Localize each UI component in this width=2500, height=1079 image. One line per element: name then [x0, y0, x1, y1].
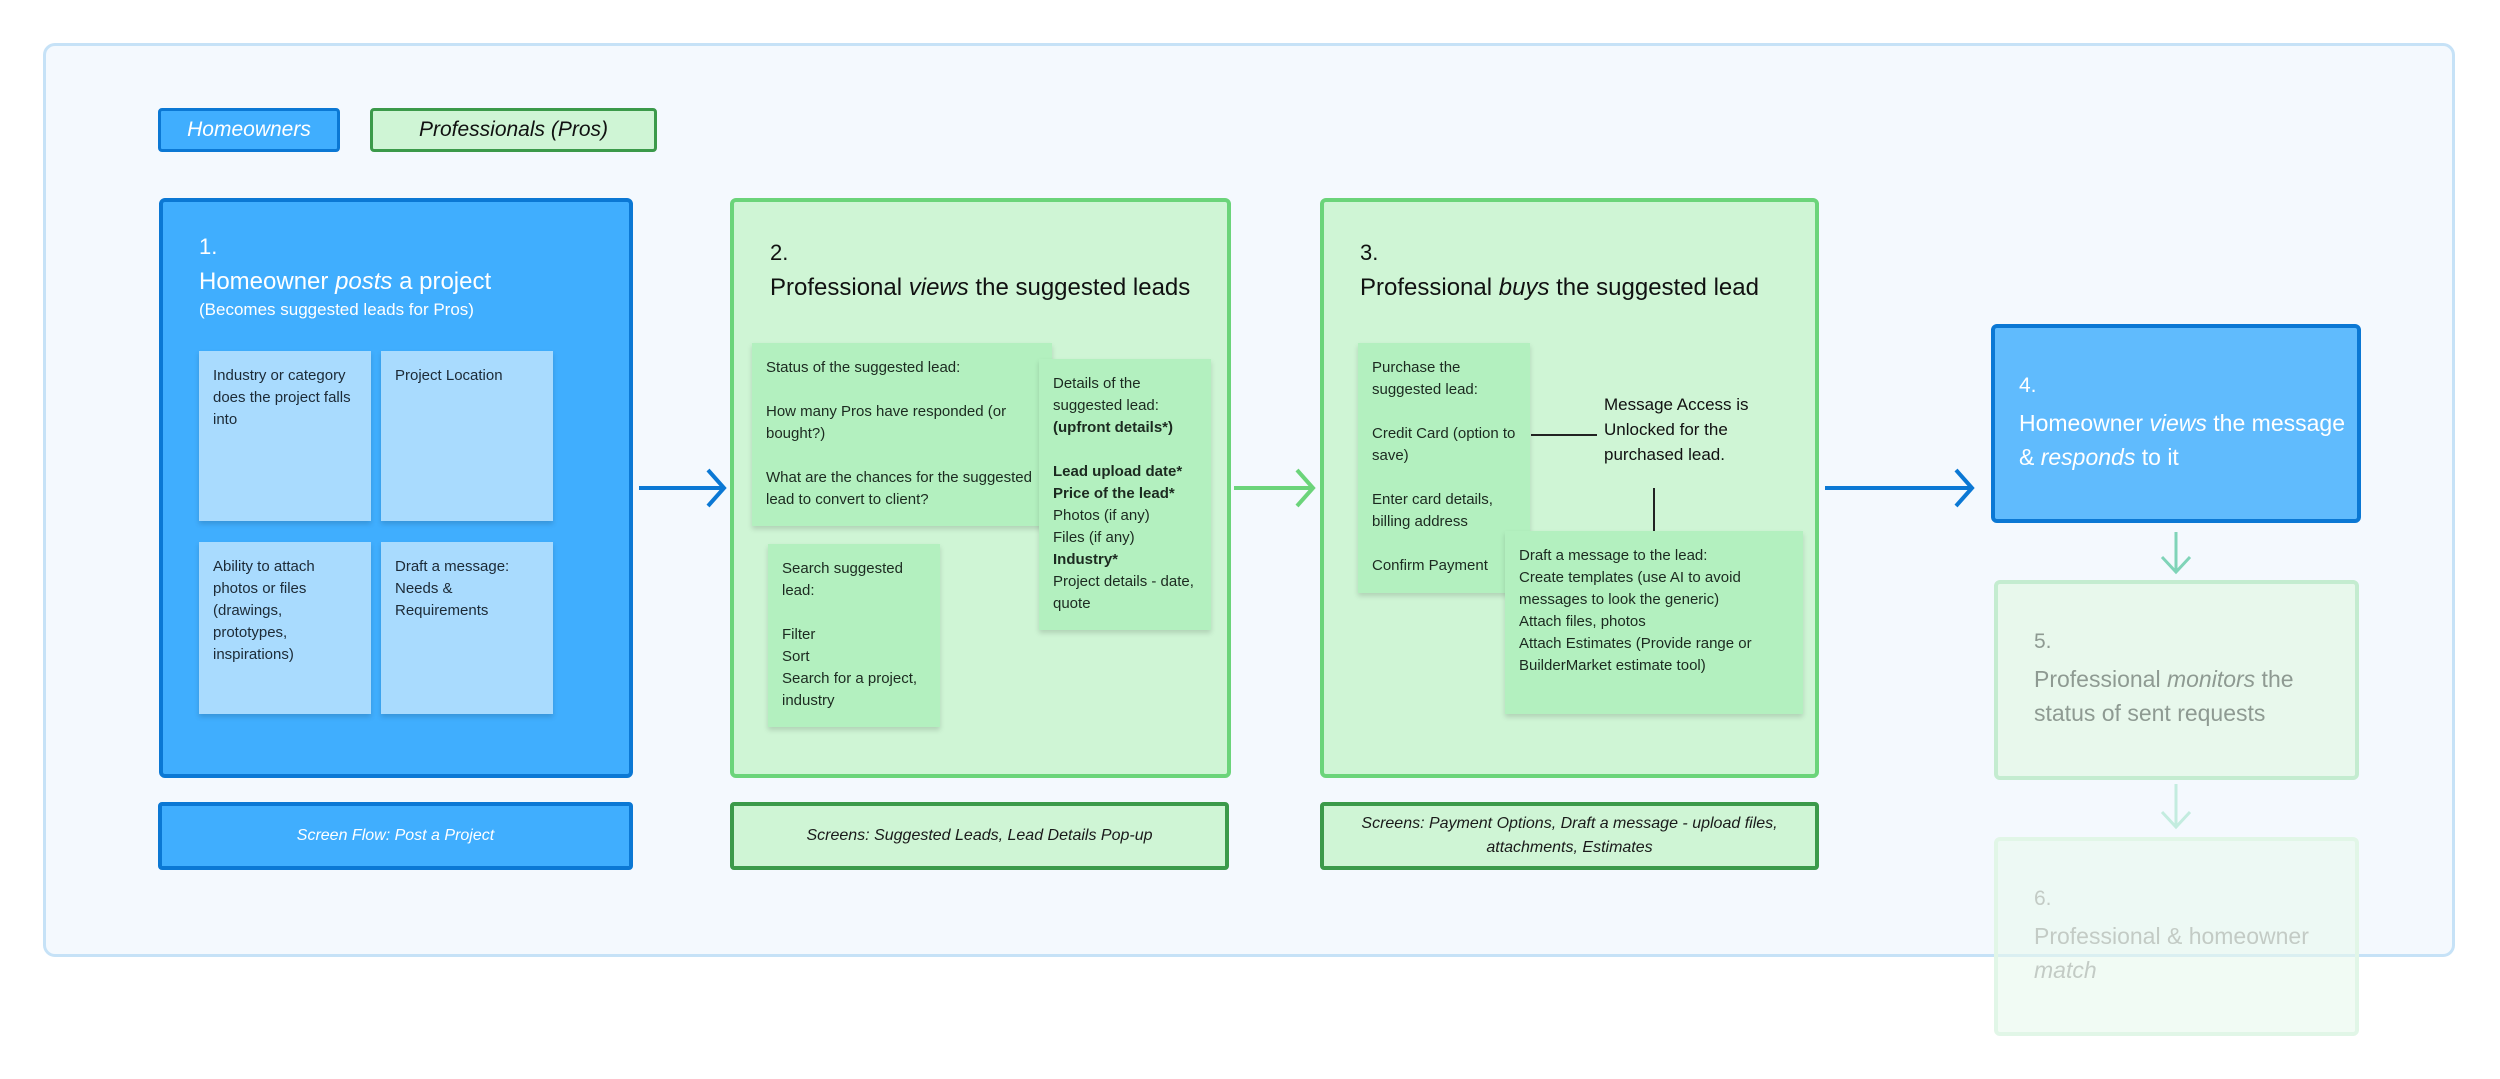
step-title: Professional views the suggested leads [770, 274, 1190, 302]
sticky-details: Details of the suggested lead: (upfront … [1039, 359, 1211, 630]
t: Professional & homeowner [2034, 923, 2309, 949]
step-title: Homeowner posts a project [199, 268, 491, 296]
access-note: Message Access is Unlocked for the purch… [1604, 395, 1749, 464]
t: Photos (if any) [1053, 507, 1150, 524]
t-em: buys [1498, 274, 1550, 301]
t-em: posts [335, 268, 393, 295]
t: Files (if any) [1053, 529, 1135, 546]
step-6-card: 6. Professional & homeowner match [1994, 837, 2359, 1036]
t: Professional [2034, 666, 2167, 692]
t: Professional [1360, 274, 1499, 301]
t: a project [392, 268, 492, 295]
t: to it [2135, 444, 2179, 470]
arrow-3-4 [1825, 468, 1975, 508]
step-number: 4. [2019, 374, 2037, 397]
arrow-4-5 [2160, 532, 2192, 575]
t: Price of the lead* [1053, 485, 1175, 502]
t: the suggested leads [968, 274, 1191, 301]
t-em: match [2034, 957, 2097, 983]
t: the status of sent requests [2034, 666, 2294, 726]
sticky-search: Search suggested lead: Filter Sort Searc… [768, 544, 940, 727]
arrow-1-2 [639, 468, 727, 508]
arrow-2-3 [1234, 468, 1316, 508]
step-subtitle: (Becomes suggested leads for Pros) [199, 300, 474, 319]
connector-line [1531, 434, 1597, 436]
connector-line [1653, 488, 1655, 534]
step-5-card: 5. Professional monitors the status of s… [1994, 580, 2359, 780]
t: Homeowner [199, 268, 336, 295]
t: Industry* [1053, 551, 1119, 568]
sticky-note: Industry or category does the project fa… [199, 351, 371, 521]
screen-flow-label-2: Screens: Suggested Leads, Lead Details P… [730, 802, 1229, 870]
t: Details of the suggested lead: [1053, 375, 1159, 414]
t-em: views [2149, 410, 2207, 436]
step-title: Professional monitors the status of sent… [2034, 662, 2344, 730]
sticky-note: Ability to attach photos or files (drawi… [199, 542, 371, 714]
step-title: Homeowner views the message & responds t… [2019, 406, 2349, 474]
sticky-status: Status of the suggested lead: How many P… [752, 343, 1052, 526]
sticky-purchase: Purchase the suggested lead: Credit Card… [1358, 343, 1530, 593]
step-2-card: 2. Professional views the suggested lead… [730, 198, 1231, 778]
sticky-note: Draft a message: Needs & Requirements [381, 542, 553, 714]
step-number: 1. [199, 234, 218, 259]
sticky-note: Project Location [381, 351, 553, 521]
t: Homeowner [2019, 410, 2150, 436]
step-number: 2. [770, 240, 789, 265]
t-em: responds [2040, 444, 2136, 470]
t: (upfront details*) [1053, 419, 1173, 436]
t: Professional [770, 274, 909, 301]
t: Project details - date, quote [1053, 573, 1194, 612]
step-1-card: 1. Homeowner posts a project (Becomes su… [159, 198, 633, 778]
t-em: views [908, 274, 969, 301]
t: the suggested lead [1549, 274, 1759, 301]
sticky-draft: Draft a message to the lead: Create temp… [1505, 531, 1803, 714]
step-number: 3. [1360, 240, 1379, 265]
step-title: Professional buys the suggested lead [1360, 274, 1759, 302]
screen-flow-label-3: Screens: Payment Options, Draft a messag… [1320, 802, 1819, 870]
legend-pros: Professionals (Pros) [370, 108, 657, 152]
arrow-5-6 [2160, 784, 2192, 830]
screen-flow-label-1: Screen Flow: Post a Project [158, 802, 633, 870]
step-title: Professional & homeowner match [2034, 919, 2344, 987]
t: Lead upload date* [1053, 463, 1183, 480]
t-em: monitors [2166, 666, 2256, 692]
step-4-card: 4. Homeowner views the message & respond… [1991, 324, 2361, 523]
step-3-card: 3. Professional buys the suggested lead … [1320, 198, 1819, 778]
step-number: 5. [2034, 630, 2052, 653]
step-number: 6. [2034, 887, 2052, 910]
legend-homeowners: Homeowners [158, 108, 340, 152]
t: the message & [2019, 410, 2345, 470]
